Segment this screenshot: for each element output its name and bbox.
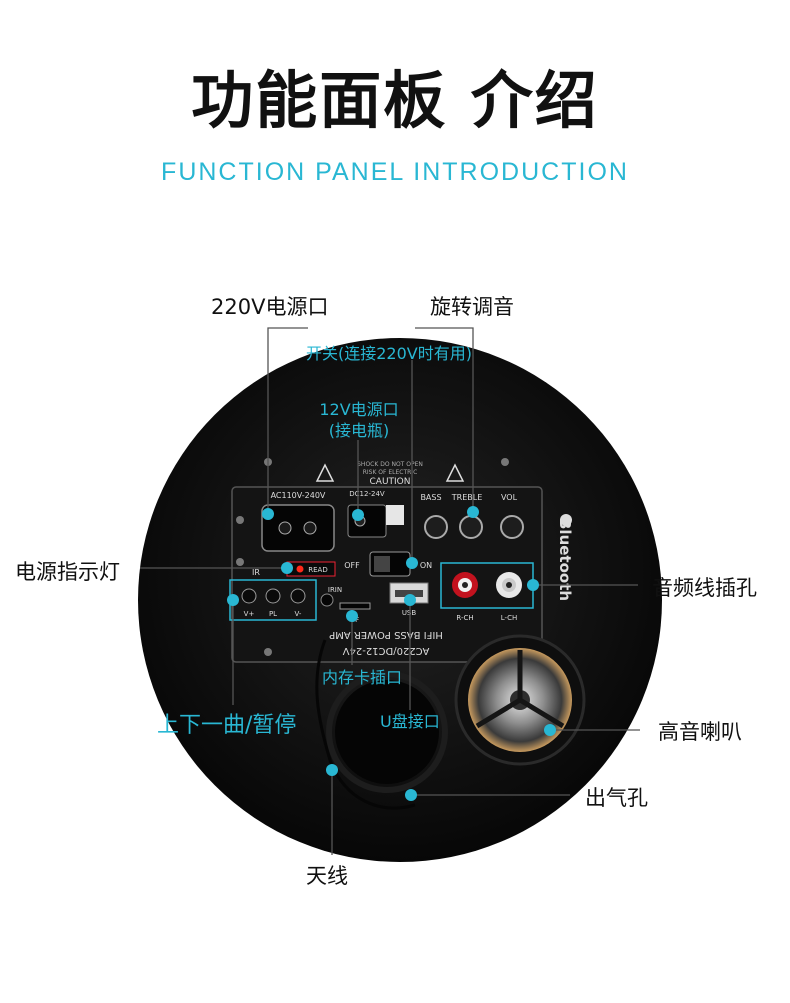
ir-receiver [320,593,334,607]
label-card-slot: 内存卡插口 [322,668,403,687]
label-usb-port: U盘接口 [380,712,440,731]
caution-text: CAUTION [370,477,411,487]
label-12v-power-note: (接电瓶) [328,421,390,440]
ac-inlet[interactable] [261,504,335,552]
lch-label: L-CH [501,614,517,622]
power-indicator-led [296,565,304,573]
label-antenna: 天线 [306,864,348,888]
button-label-vplus: V+ [244,610,255,618]
screw [236,516,244,524]
read-label: READ [308,566,327,574]
page-title: 功能面板 介绍 [191,64,599,137]
page-subtitle: FUNCTION PANEL INTRODUCTION [161,158,629,186]
treble-knob[interactable] [459,515,483,539]
label-tweeter: 高音喇叭 [658,720,742,744]
bluetooth-brand: Bluetooth [556,518,574,601]
caution-text-2: RISK OF ELECTRIC [363,469,418,476]
label-audio-jack: 音频线插孔 [652,576,757,600]
label-switch: 开关(连接220V时有用) [306,344,472,363]
knob-label-bass: BASS [420,493,441,502]
ir-label: IR [252,568,260,577]
switch-on-label: ON [420,561,432,570]
switch-off-label: OFF [344,561,360,570]
screw [264,648,272,656]
next-track-button[interactable] [241,588,257,604]
dc-connector [386,505,404,525]
volume-knob[interactable] [500,515,524,539]
vent-port [326,671,448,793]
bluetooth-icon [560,514,572,526]
amp-voltage-label: AC220/DC12-24V [343,645,430,656]
caution-text-3: SHOCK DO NOT OPEN [357,461,423,468]
label-power-indicator: 电源指示灯 [15,560,120,584]
play-pause-button[interactable] [265,588,281,604]
label-12v-power: 12V电源口 [319,400,399,419]
callout-lines [140,327,640,855]
tf-card-slot[interactable] [339,602,371,610]
shock-warning-icon [445,463,465,482]
screw [501,458,509,466]
usb-label: USB [402,609,417,617]
ac-label: AC110V-240V [271,491,326,500]
dc-label: DC12-24V [349,490,385,498]
knob-label-treble: TREBLE [451,493,483,502]
knob-label-vol: VOL [501,493,518,502]
callout-dots [227,506,556,801]
irin-label: IRIN [328,586,342,594]
amp-label: HIFI BASS POWER AMP [329,629,443,640]
button-label-pl: PL [269,610,277,618]
antenna-wire [315,639,416,810]
label-220v-power: 220V电源口 [211,295,329,319]
bass-knob[interactable] [424,515,448,539]
label-rotary-tune: 旋转调音 [430,295,514,319]
prev-track-button[interactable] [290,588,306,604]
rch-label: R-CH [456,614,473,622]
screw [236,558,244,566]
warning-icon [315,463,335,482]
label-vent: 出气孔 [585,786,648,810]
label-track-pause: 上下一曲/暂停 [157,713,297,738]
button-label-vminus: V- [295,610,302,618]
dc-jack[interactable] [347,504,387,538]
